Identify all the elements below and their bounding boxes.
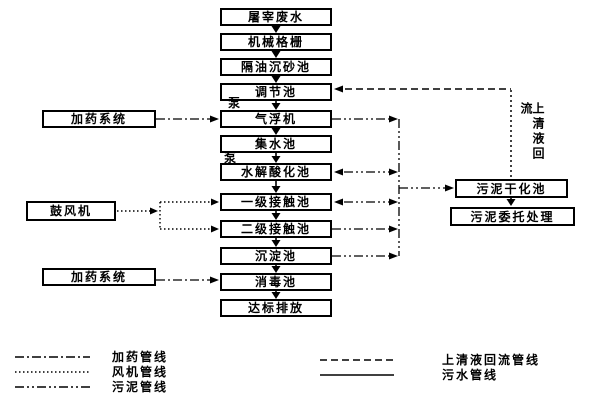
box-contact-tank-2: 二级接触池 <box>220 220 332 238</box>
legend-label-sludge-line: 污泥管线 <box>112 380 169 394</box>
box-dosing-system-2: 加药系统 <box>42 268 156 286</box>
box-contact-tank-1: 一级接触池 <box>220 193 332 211</box>
box-regulating-tank: 调节池 <box>220 83 332 101</box>
box-collecting-tank: 集水池 <box>220 135 332 153</box>
box-dosing-system-1: 加药系统 <box>42 110 156 128</box>
box-sludge-drying-tank: 污泥干化池 <box>455 179 568 198</box>
supernatant-return-annotation: 上清液回流 <box>519 102 545 162</box>
sewage-flow-arrows <box>271 26 516 299</box>
box-raw-wastewater: 屠宰废水 <box>220 8 332 26</box>
box-sedimentation-tank: 沉淀池 <box>220 247 332 265</box>
pump-label-2: 泵 <box>224 151 237 165</box>
legend-label-supernatant-line: 上清液回流管线 <box>442 353 541 367</box>
box-sludge-disposal: 污泥委托处理 <box>450 207 575 226</box>
dosing-lines <box>156 115 219 284</box>
legend-label-blower-line: 风机管线 <box>112 365 169 379</box>
blower-lines <box>117 198 219 233</box>
legend-label-dosing-line: 加药管线 <box>112 350 169 364</box>
pump-label-1: 泵 <box>228 96 241 110</box>
box-hydrolysis-tank: 水解酸化池 <box>220 163 332 181</box>
box-blower: 鼓风机 <box>26 201 116 221</box>
box-oil-grit-tank: 隔油沉砂池 <box>220 58 332 76</box>
legend-label-sewage-line: 污水管线 <box>442 368 499 382</box>
supernatant-return-line <box>334 85 512 179</box>
sludge-lines <box>332 115 454 260</box>
box-discharge: 达标排放 <box>220 299 332 317</box>
box-air-flotation: 气浮机 <box>220 110 332 128</box>
box-mechanical-screen: 机械格栅 <box>220 33 332 51</box>
legend-line-samples <box>15 356 394 388</box>
box-disinfection-tank: 消毒池 <box>220 273 332 291</box>
